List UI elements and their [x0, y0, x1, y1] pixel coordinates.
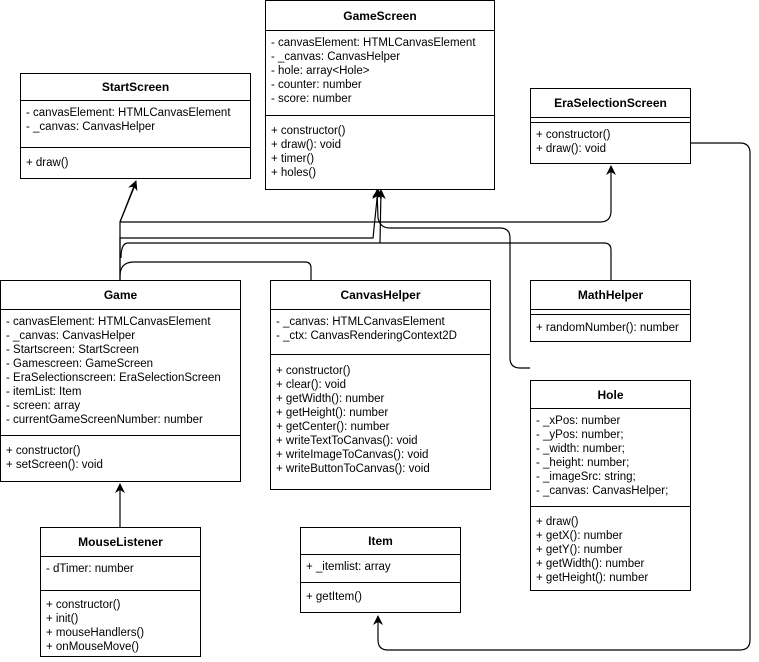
attribute: - score: number: [271, 93, 352, 105]
class-name: StartScreen: [21, 74, 250, 101]
method: + constructor(): [276, 365, 351, 377]
method: + constructor(): [271, 125, 346, 137]
attribute: - counter: number: [271, 79, 362, 91]
methods-section: + randomNumber(): number: [531, 315, 690, 335]
attribute: - _canvas: CanvasHelper: [6, 330, 136, 342]
method: + mouseHandlers(): [46, 627, 145, 639]
method: + constructor(): [6, 445, 81, 457]
attribute: - _width: number;: [536, 443, 625, 455]
attribute: - _canvas: CanvasHelper: [26, 121, 156, 133]
connector-game-startscreen-back: [119, 184, 136, 223]
attribute: - _canvas: CanvasHelper: [271, 51, 401, 63]
attribute: - canvasElement: HTMLCanvasElement: [271, 37, 476, 49]
attribute: - itemList: Item: [6, 386, 82, 398]
methods-section: + constructor() + clear(): void + getWid…: [271, 355, 490, 476]
method: + holes(): [271, 167, 317, 179]
attributes-section: - dTimer: number: [41, 557, 200, 591]
attribute: - dTimer: number: [46, 563, 134, 575]
class-item[interactable]: Item + _itemlist: array + getItem(): [300, 527, 461, 613]
method: + draw(): [26, 157, 69, 169]
attributes-section: - _xPos: number - _yPos: number; - _widt…: [531, 409, 690, 507]
connector-canvashelper-game: [119, 261, 312, 280]
method: + getX(): number: [536, 530, 623, 542]
method: + draw(): [536, 516, 579, 528]
method: + clear(): void: [276, 379, 346, 391]
class-hole[interactable]: Hole - _xPos: number - _yPos: number; - …: [530, 380, 691, 591]
attribute: - canvasElement: HTMLCanvasElement: [6, 316, 211, 328]
attributes-section: - _canvas: HTMLCanvasElement - _ctx: Can…: [271, 310, 490, 355]
attribute: - currentGameScreenNumber: number: [6, 414, 203, 426]
connector-eraselection-item: [373, 142, 751, 651]
class-game[interactable]: Game - canvasElement: HTMLCanvasElement …: [0, 280, 241, 482]
method: + getY(): number: [536, 544, 623, 556]
class-name: Game: [1, 281, 240, 310]
class-mathhelper[interactable]: MathHelper + randomNumber(): number: [530, 280, 691, 342]
class-gamescreen[interactable]: GameScreen - canvasElement: HTMLCanvasEl…: [265, 0, 495, 190]
attributes-section: - canvasElement: HTMLCanvasElement - _ca…: [266, 31, 494, 116]
class-eraselectionscreen[interactable]: EraSelectionScreen + constructor() + dra…: [530, 88, 691, 164]
class-startscreen[interactable]: StartScreen - canvasElement: HTMLCanvasE…: [20, 73, 251, 179]
attribute: - hole: array<Hole>: [271, 65, 370, 77]
connector-hole-gamescreen: [372, 189, 530, 369]
method: + getHeight(): number: [536, 572, 649, 584]
attribute: - EraSelectionscreen: EraSelectionScreen: [6, 372, 221, 384]
class-name: EraSelectionScreen: [531, 89, 690, 118]
method: + getItem(): [306, 591, 362, 603]
method: + writeImageToCanvas(): void: [276, 449, 429, 461]
connector-game-gamescreen: [119, 188, 383, 280]
attribute: - _xPos: number: [536, 415, 621, 427]
attributes-section: - canvasElement: HTMLCanvasElement - _ca…: [1, 310, 240, 436]
method: + onMouseMove(): [46, 641, 139, 653]
attribute: - _imageSrc: string;: [536, 471, 636, 483]
method: + getCenter(): number: [276, 421, 390, 433]
method: + randomNumber(): number: [536, 322, 679, 334]
attribute: - Gamescreen: GameScreen: [6, 358, 154, 370]
methods-section: + constructor() + draw(): void: [531, 123, 690, 156]
connector-mathhelper-gamescreen-up: [375, 189, 386, 244]
method: + timer(): [271, 153, 315, 165]
method: + writeButtonToCanvas(): void: [276, 463, 430, 475]
method: + getWidth(): number: [536, 558, 645, 570]
method: + getWidth(): number: [276, 393, 385, 405]
method: + setScreen(): void: [6, 459, 103, 471]
class-name: CanvasHelper: [271, 281, 490, 310]
attributes-section: - canvasElement: HTMLCanvasElement - _ca…: [21, 101, 250, 148]
method: + getHeight(): number: [276, 407, 389, 419]
methods-section: + constructor() + init() + mouseHandlers…: [41, 591, 200, 654]
attribute: - _canvas: CanvasHelper;: [536, 485, 669, 497]
methods-section: + constructor() + draw(): void + timer()…: [266, 116, 494, 180]
attribute: - Startscreen: StartScreen: [6, 344, 139, 356]
class-name: Item: [301, 528, 460, 555]
methods-section: + draw() + getX(): number + getY(): numb…: [531, 507, 690, 585]
connector-game-eraselectionscreen: [120, 165, 616, 223]
attributes-section: + _itemlist: array: [301, 555, 460, 583]
attribute: - _height: number;: [536, 457, 630, 469]
class-name: MathHelper: [531, 281, 690, 310]
method: + draw(): void: [536, 143, 606, 155]
attribute: - _yPos: number;: [536, 429, 624, 441]
class-mouselistener[interactable]: MouseListener - dTimer: number + constru…: [40, 527, 201, 657]
methods-section: + constructor() + setScreen(): void: [1, 436, 240, 472]
method: + constructor(): [46, 599, 121, 611]
attribute: + _itemlist: array: [306, 561, 391, 573]
attribute: - canvasElement: HTMLCanvasElement: [26, 107, 231, 119]
class-name: Hole: [531, 381, 690, 409]
methods-section: + draw(): [21, 148, 250, 170]
attributes-section: [531, 310, 690, 315]
method: + writeTextToCanvas(): void: [276, 435, 418, 447]
attributes-section: [531, 118, 690, 123]
attribute: - _ctx: CanvasRenderingContext2D: [276, 330, 457, 342]
class-canvashelper[interactable]: CanvasHelper - _canvas: HTMLCanvasElemen…: [270, 280, 491, 490]
method: + constructor(): [536, 129, 611, 141]
connector-game-startscreen: [119, 180, 138, 280]
attribute: - _canvas: HTMLCanvasElement: [276, 316, 445, 328]
connector-mathhelper-gamescreen: [120, 242, 612, 280]
method: + draw(): void: [271, 139, 341, 151]
class-name: MouseListener: [41, 528, 200, 557]
attribute: - screen: array: [6, 400, 81, 412]
class-name: GameScreen: [266, 1, 494, 31]
method: + init(): [46, 613, 79, 625]
methods-section: + getItem(): [301, 583, 460, 604]
